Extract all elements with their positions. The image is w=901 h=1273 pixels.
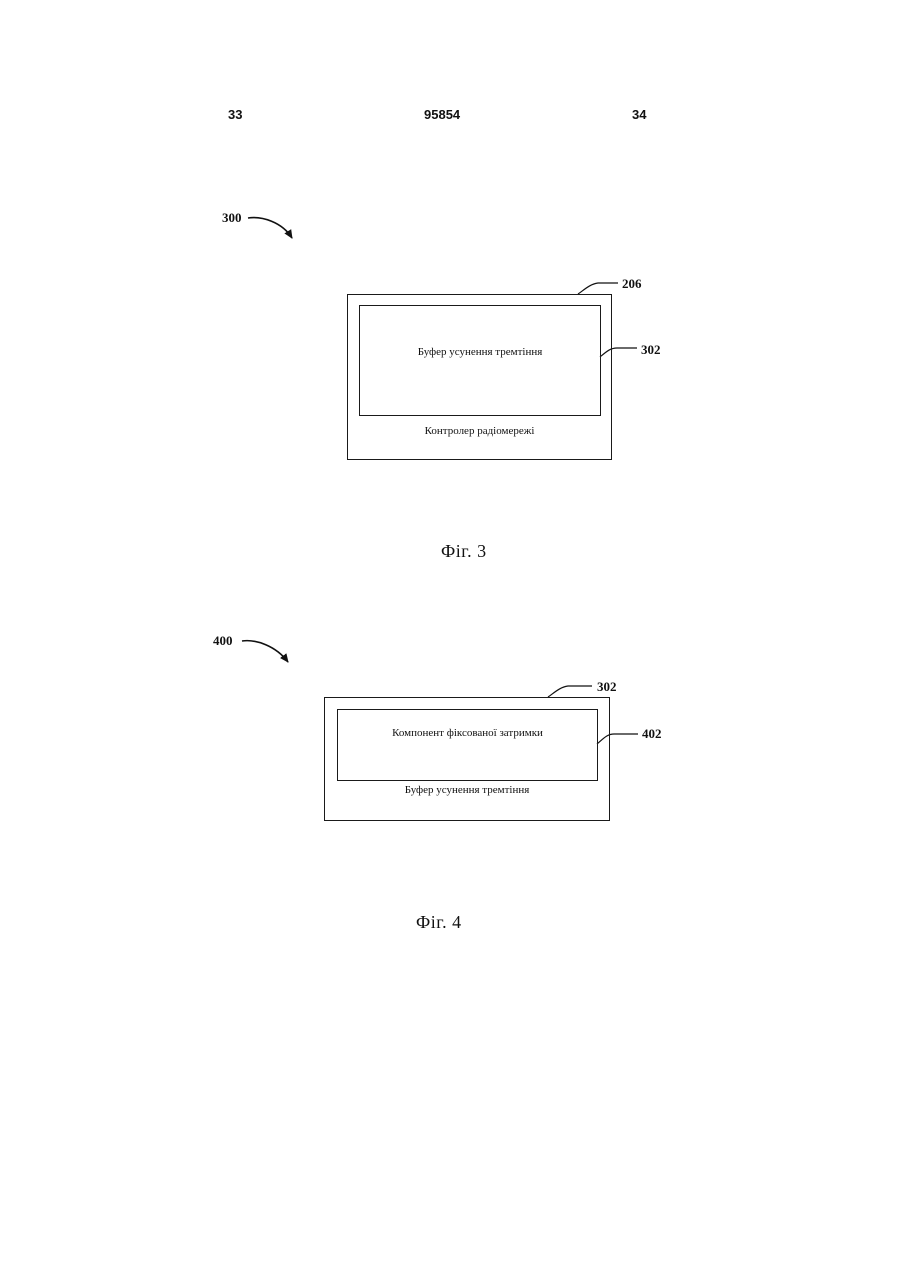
fixed-delay-component-box: Компонент фіксованої затримки: [337, 709, 598, 781]
fig3-outer-reference-numeral: 206: [622, 276, 642, 292]
jitter-buffer-outer-label: Буфер усунення тремтіння: [325, 783, 609, 797]
fig3-reference-numeral: 300: [222, 210, 242, 226]
fig3-outer-leader: [578, 283, 618, 294]
jitter-buffer-box: Буфер усунення тремтіння: [359, 305, 601, 416]
jitter-buffer-label: Буфер усунення тремтіння: [360, 345, 600, 359]
page-number-left: 33: [228, 107, 242, 123]
fig4-outer-reference-numeral: 302: [597, 679, 617, 695]
radio-network-controller-label: Контролер радіомережі: [348, 424, 611, 438]
figure4-caption: Фіг. 4: [416, 911, 462, 933]
fig3-inner-reference-numeral: 302: [641, 342, 661, 358]
document-number: 95854: [424, 107, 460, 123]
fixed-delay-component-label: Компонент фіксованої затримки: [338, 726, 597, 740]
fig4-inner-reference-numeral: 402: [642, 726, 662, 742]
fig4-outer-leader: [548, 686, 592, 697]
figure3-caption: Фіг. 3: [441, 540, 487, 562]
page-number-right: 34: [632, 107, 646, 123]
fig4-figure-arrow: [242, 641, 288, 662]
fig4-reference-numeral: 400: [213, 633, 233, 649]
fig3-figure-arrow: [248, 218, 292, 238]
